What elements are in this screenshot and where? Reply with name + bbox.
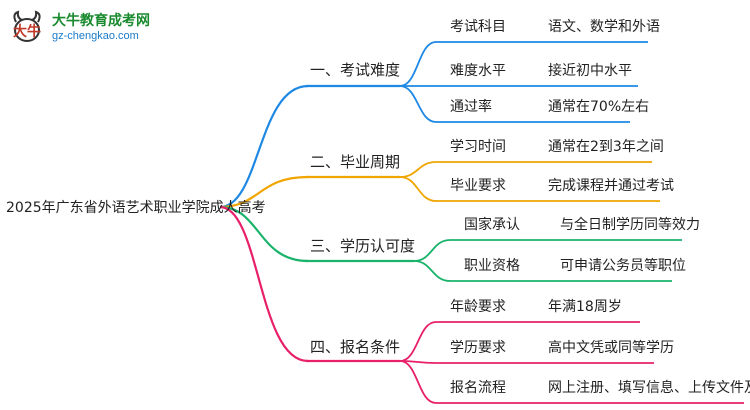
logo-site-name: 大牛教育成考网 (52, 13, 150, 29)
leaf-value: 通常在70%左右 (548, 99, 650, 115)
leaf-key: 考试科目 (450, 19, 506, 35)
leaf-connector (399, 85, 437, 123)
branch-label: 三、学历认可度 (310, 237, 416, 255)
branch-connector (219, 84, 309, 209)
leaf-key: 通过率 (450, 99, 492, 115)
leaf-key: 难度水平 (450, 63, 506, 79)
leaf-key: 毕业要求 (450, 178, 506, 194)
leaf-connector (399, 41, 437, 87)
branch-label: 二、毕业周期 (310, 153, 401, 171)
logo-url: gz-chengkao.com (52, 30, 139, 42)
leaf-value: 年满18周岁 (548, 299, 622, 315)
root-topic: 2025年广东省外语艺术职业学院成人高考 (6, 200, 266, 216)
leaf-value: 高中文凭或同等学历 (548, 340, 674, 356)
leaf-connector (399, 321, 437, 362)
leaf-value: 接近初中水平 (548, 63, 632, 79)
leaf-key: 报名流程 (450, 380, 506, 396)
leaf-key: 职业资格 (464, 258, 520, 274)
leaf-connector (413, 260, 451, 282)
branch-label: 一、考试难度 (310, 61, 401, 79)
leaf-key: 学历要求 (450, 340, 506, 356)
leaf-key: 学习时间 (450, 139, 506, 155)
bull-logo-icon: 大牛 (13, 10, 41, 42)
leaf-key: 国家承认 (464, 217, 520, 233)
leaf-connector (399, 176, 437, 202)
leaf-key: 年龄要求 (450, 299, 506, 315)
leaf-value: 通常在2到3年之间 (548, 139, 664, 155)
branch-connector (219, 205, 309, 263)
site-logo[interactable]: 大牛 大牛教育成考网 gz-chengkao.com (6, 4, 176, 52)
leaf-value: 完成课程并通过考试 (548, 178, 674, 194)
branch-connector (219, 205, 309, 363)
leaf-connector (413, 239, 451, 262)
svg-text:大牛: 大牛 (13, 23, 41, 40)
leaf-value: 网上注册、填写信息、上传文件及缴费 (548, 380, 750, 396)
leaf-value: 语文、数学和外语 (548, 19, 660, 35)
leaf-connector (399, 360, 437, 404)
branch-connector (219, 175, 309, 209)
leaf-value: 可申请公务员等职位 (560, 258, 686, 274)
branch-label: 四、报名条件 (310, 338, 401, 356)
leaf-value: 与全日制学历同等效力 (560, 217, 700, 233)
leaf-connector (399, 161, 437, 178)
